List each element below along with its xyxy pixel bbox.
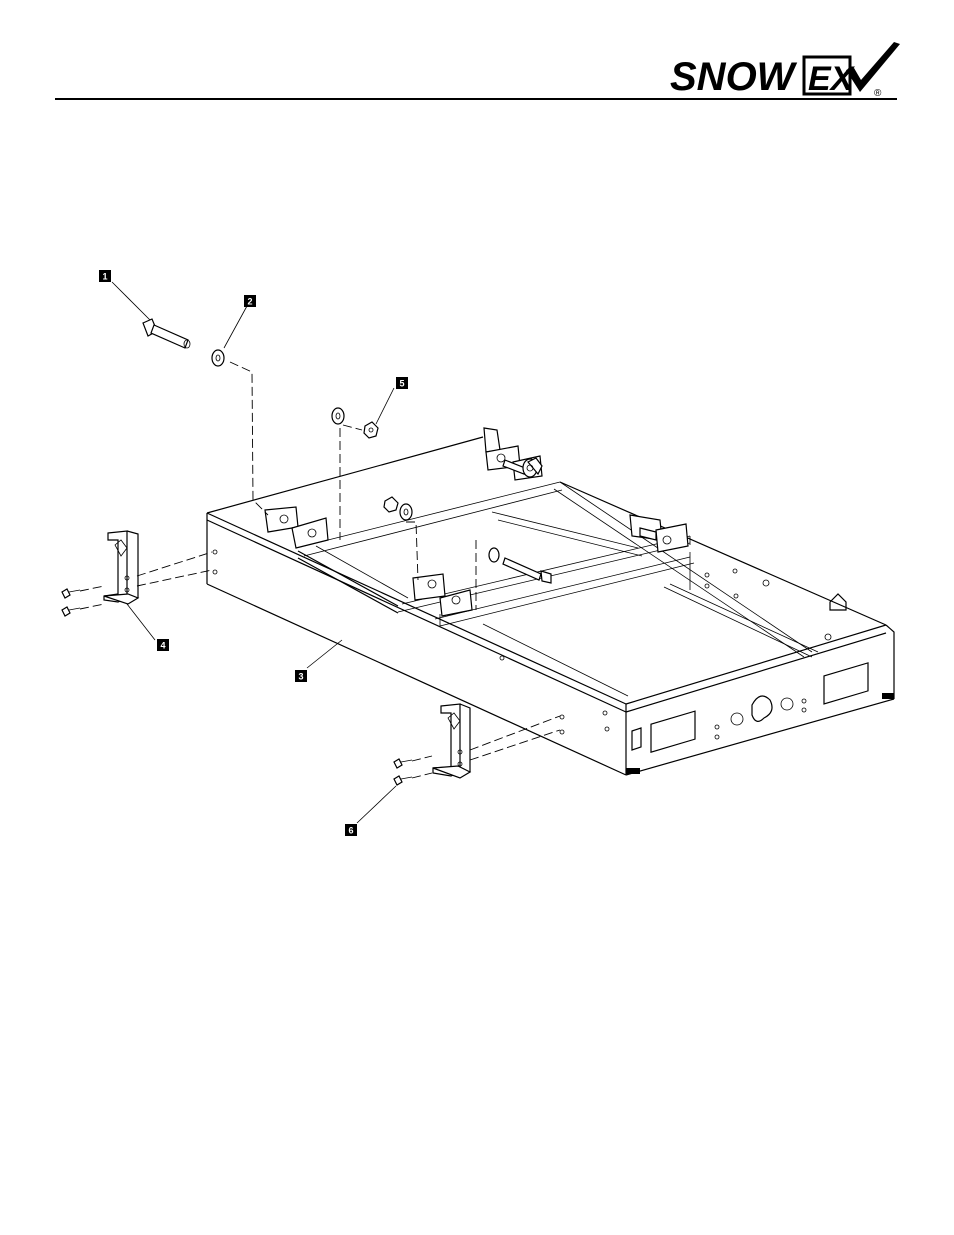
washer-upper — [332, 408, 344, 424]
bracket-front — [433, 704, 470, 778]
screws-left — [62, 589, 80, 616]
washer-item-2 — [212, 350, 224, 366]
callout-6: 6 — [345, 824, 357, 836]
callout-1: 1 — [99, 270, 111, 282]
callout-5: 5 — [396, 377, 408, 389]
svg-text:5: 5 — [399, 379, 404, 389]
svg-text:4: 4 — [160, 641, 165, 651]
frame-mount-tabs — [265, 428, 688, 616]
svg-text:2: 2 — [247, 297, 252, 307]
callout-2: 2 — [244, 295, 256, 307]
nut-middle — [384, 497, 412, 520]
frame-assembly — [207, 437, 894, 775]
bolt-item-1 — [143, 319, 190, 348]
svg-text:6: 6 — [348, 826, 353, 836]
nut-item-5 — [364, 422, 378, 438]
leader-lines — [112, 282, 396, 823]
svg-text:1: 1 — [102, 272, 107, 282]
bracket-item-4 — [104, 531, 138, 604]
callout-4: 4 — [157, 639, 169, 651]
screws-item-6 — [394, 759, 412, 785]
bolt-middle — [489, 548, 551, 583]
callout-3: 3 — [295, 670, 307, 682]
svg-text:3: 3 — [298, 672, 303, 682]
